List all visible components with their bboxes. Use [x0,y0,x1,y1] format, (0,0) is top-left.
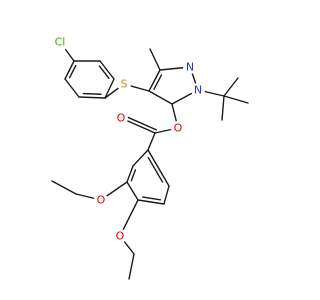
bond-cco-ocarb-second [121,114,158,131]
atom-o-ether1: O [94,193,108,207]
bond-tbu-tbu1 [223,77,239,97]
atom-label-layer: Cl S N N O O O O [51,33,205,243]
bond-b2-b3-inner [130,169,137,182]
bond-c3-me3 [149,48,161,71]
bond-tbu-tbu2 [223,95,249,104]
bond-c5-c4 [148,90,173,105]
bond-e2a-e2b [128,253,135,280]
bond-cco-b1 [147,132,156,151]
bond-b6-b1 [147,149,170,187]
atom-cl: Cl [51,33,69,51]
atom-s: S [117,77,131,91]
atom-o-carbonyl-label: O [117,112,126,125]
bond-b6-b1-inner [147,156,164,183]
bond-b4-b5 [137,199,165,205]
atom-o-ester-label: O [174,122,183,135]
bond-b2-b3 [126,165,134,183]
bond-b5-b6 [163,185,170,205]
atom-o-ether2-label: O [116,230,125,243]
bond-pa4-pa5 [104,78,115,99]
bond-layer [51,41,249,280]
atom-o-ester: O [171,121,185,135]
molecule-diagram: Cl S N N O O O O [51,33,249,280]
bond-pa3-pa4 [78,96,106,99]
atom-n1-label: N [194,84,202,97]
bond-pa1-pa2-inner [68,64,77,79]
atom-n2-label: N [186,61,194,74]
bond-pa1-pa2 [64,60,75,80]
atom-cl-label: Cl [55,36,66,49]
bond-pa2-pa3 [64,78,80,98]
atom-n2: N [183,60,197,74]
bond-b3-b4 [126,181,139,201]
bond-b1-b2 [132,149,149,167]
atom-o-ether2: O [113,229,127,243]
bond-tbu-tbu3 [221,95,225,121]
atom-o-carbonyl: O [114,111,128,125]
bond-pa3-pa4-inner [82,92,102,95]
bond-c4-c3 [148,69,161,92]
bond-pa5-pa6-inner [98,65,110,80]
atom-s-label: S [121,78,128,91]
atom-n1: N [191,83,205,97]
bond-c4-c3-inner [153,74,163,91]
atom-o-ether1-label: O [97,194,106,207]
bond-b4-b5-inner [142,196,162,201]
bond-e1a-e1b [51,180,77,195]
bond-pa5-pa6 [99,60,115,80]
